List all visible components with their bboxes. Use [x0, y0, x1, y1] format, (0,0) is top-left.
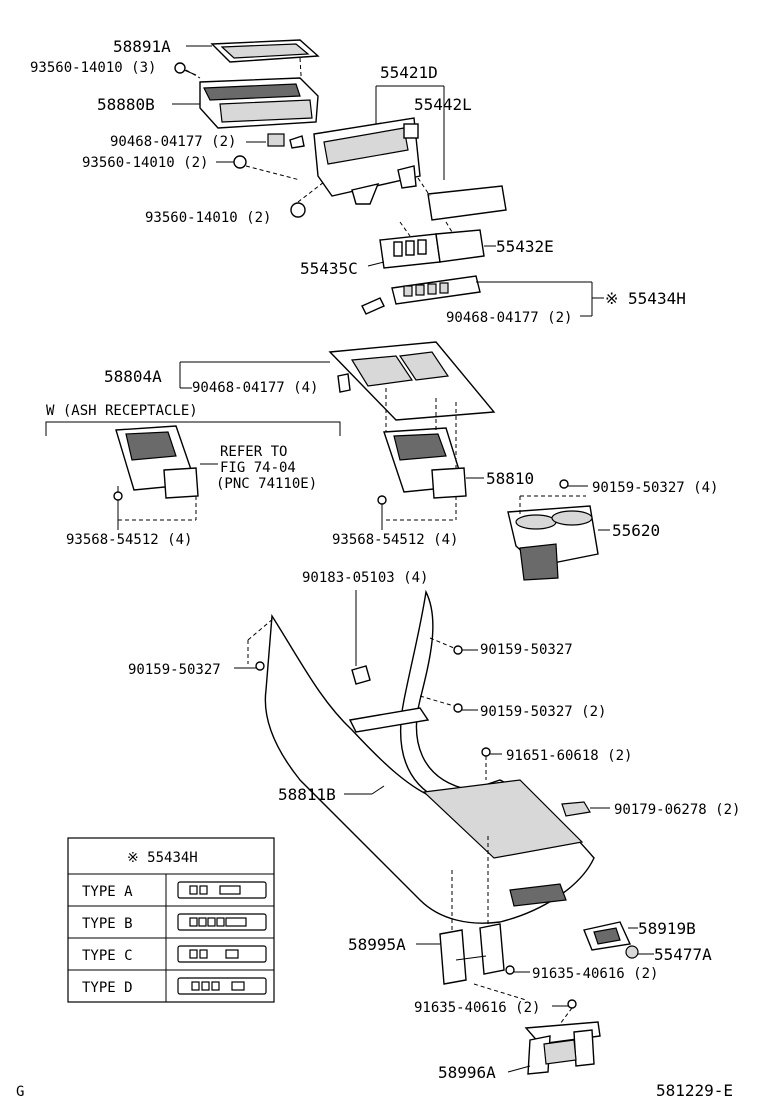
label-93568-b: 93568-54512 (4)	[332, 532, 458, 548]
switch-icon-type-c	[177, 945, 267, 963]
clip-icon	[561, 801, 591, 817]
screw-icon	[453, 703, 463, 713]
label-55477A: 55477A	[654, 945, 712, 964]
screw-icon	[113, 486, 123, 501]
part-55421D-bracket	[313, 117, 421, 205]
switch-icon-type-b	[177, 913, 267, 931]
switch-type-table: ※ 55434H TYPE A TYPE B TYPE C TYPE D	[67, 837, 275, 1003]
screw-icon	[453, 645, 463, 655]
label-55435C: 55435C	[300, 259, 358, 278]
label-90159-a: 90159-50327	[128, 662, 221, 678]
part-55435C-switch-base	[379, 233, 441, 269]
part-58804A-panel	[328, 341, 496, 421]
switch-icon-type-a	[177, 881, 267, 899]
label-93568-a: 93568-54512 (4)	[66, 532, 192, 548]
label-58919B: 58919B	[638, 919, 696, 938]
label-55434H: ※ 55434H	[605, 289, 686, 308]
label-58804A: 58804A	[104, 367, 162, 386]
part-58919B-bezel	[583, 921, 632, 951]
label-91651: 91651-60618 (2)	[506, 748, 632, 764]
table-row-type-d: TYPE D	[82, 980, 133, 996]
label-93560-3: 93560-14010 (3)	[30, 60, 156, 76]
label-58995A: 58995A	[348, 935, 406, 954]
screw-icon	[174, 62, 197, 76]
screw-icon	[233, 155, 301, 181]
label-90179: 90179-06278 (2)	[614, 802, 740, 818]
clip-icon	[267, 133, 305, 149]
label-55442L: 55442L	[414, 95, 472, 114]
label-90468-a: 90468-04177 (2)	[110, 134, 236, 150]
clip-icon	[337, 373, 351, 393]
label-55432E: 55432E	[496, 237, 554, 256]
screw-icon	[481, 747, 491, 757]
label-55421D: 55421D	[380, 63, 438, 82]
label-93560-2a: 93560-14010 (2)	[82, 155, 208, 171]
switch-icon-type-d	[177, 977, 267, 995]
label-90159-b: 90159-50327	[480, 642, 573, 658]
part-55434H-switch-strip	[361, 275, 481, 315]
figure-code: 581229-E	[656, 1081, 733, 1100]
label-90159-2: 90159-50327 (2)	[480, 704, 606, 720]
part-58995A-bracket	[439, 923, 505, 985]
screw-icon	[505, 965, 515, 975]
table-header: ※ 55434H	[127, 850, 198, 866]
label-58891A: 58891A	[113, 37, 171, 56]
label-90468-b: 90468-04177 (2)	[446, 310, 572, 326]
part-58810-ash-receptacle	[383, 427, 467, 499]
table-row-type-c: TYPE C	[82, 948, 133, 964]
part-55442L-cover	[427, 185, 507, 221]
ash-receptacle-left	[115, 425, 199, 499]
nut-icon	[351, 665, 371, 685]
label-58996A: 58996A	[438, 1063, 496, 1082]
part-55620-cup-holder	[507, 505, 599, 581]
part-58996A-bracket	[524, 1021, 601, 1075]
label-91635-a: 91635-40616 (2)	[532, 966, 658, 982]
part-55432E-switch-blank	[435, 229, 485, 263]
label-90468-c: 90468-04177 (4)	[192, 380, 318, 396]
part-58891A-lid	[210, 39, 320, 63]
label-93560-2b: 93560-14010 (2)	[145, 210, 271, 226]
refer-line-2: FIG 74-04	[220, 460, 296, 476]
screw-icon	[559, 479, 569, 489]
label-58880B: 58880B	[97, 95, 155, 114]
screw-icon	[290, 202, 306, 218]
corner-letter: G	[16, 1084, 24, 1100]
screw-icon	[255, 661, 265, 671]
part-58880B-display	[199, 77, 319, 129]
label-ash-receptacle: W (ASH RECEPTACLE)	[46, 403, 198, 419]
label-90183: 90183-05103 (4)	[302, 570, 428, 586]
part-58811B-console-body	[264, 589, 595, 924]
screw-icon	[377, 495, 387, 505]
part-55477A-cap	[625, 945, 639, 959]
screw-icon	[567, 999, 577, 1009]
table-row-type-a: TYPE A	[82, 884, 133, 900]
label-58811B: 58811B	[278, 785, 336, 804]
label-90159-4: 90159-50327 (4)	[592, 480, 718, 496]
refer-line-3: (PNC 74110E)	[216, 476, 317, 492]
refer-line-1: REFER TO	[220, 444, 287, 460]
label-91635-b: 91635-40616 (2)	[414, 1000, 540, 1016]
table-row-type-b: TYPE B	[82, 916, 133, 932]
label-58810: 58810	[486, 469, 534, 488]
label-55620: 55620	[612, 521, 660, 540]
